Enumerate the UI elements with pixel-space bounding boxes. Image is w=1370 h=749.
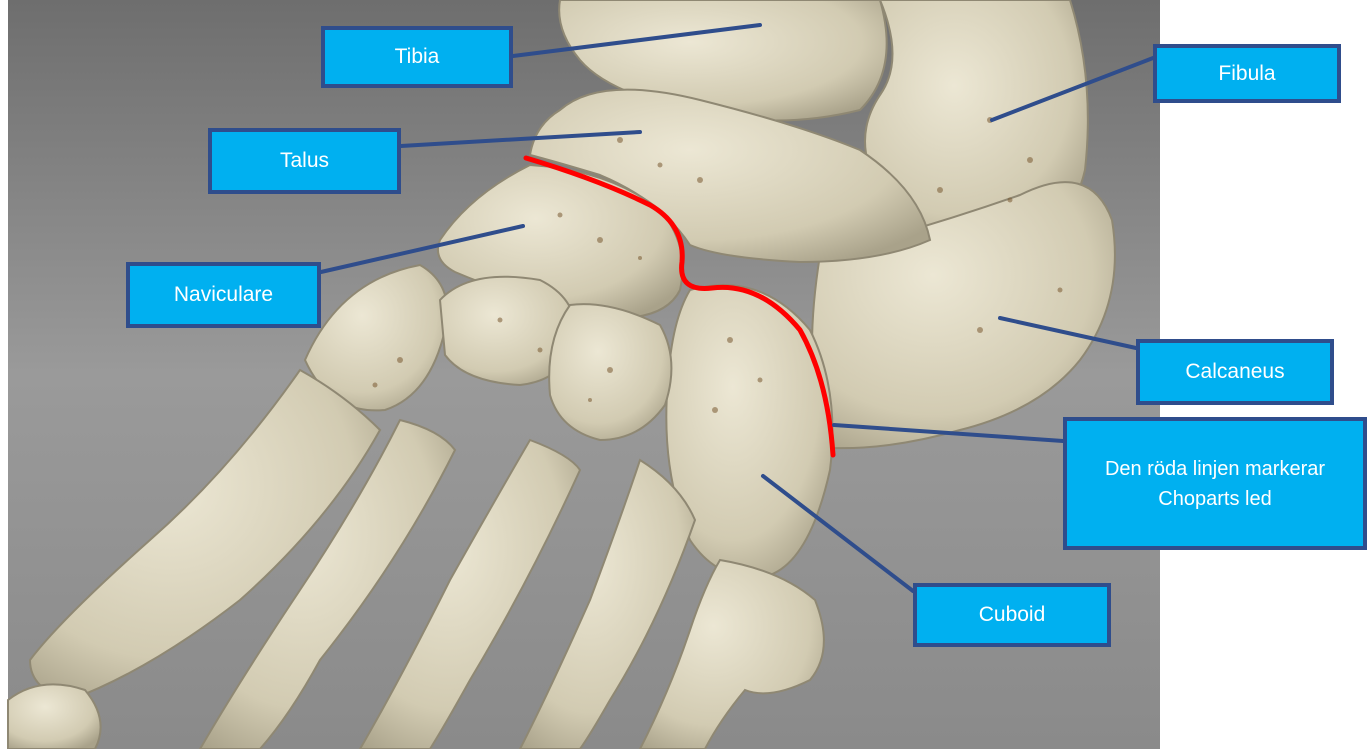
proximal-phalanx xyxy=(8,684,101,749)
label-cuboid: Cuboid xyxy=(913,583,1111,647)
label-calcaneus: Calcaneus xyxy=(1136,339,1334,405)
label-talus: Talus xyxy=(208,128,401,194)
label-chopart-note: Den röda linjen markerar Choparts led xyxy=(1063,417,1367,550)
label-tibia: Tibia xyxy=(321,26,513,88)
label-naviculare: Naviculare xyxy=(126,262,321,328)
label-fibula: Fibula xyxy=(1153,44,1341,103)
